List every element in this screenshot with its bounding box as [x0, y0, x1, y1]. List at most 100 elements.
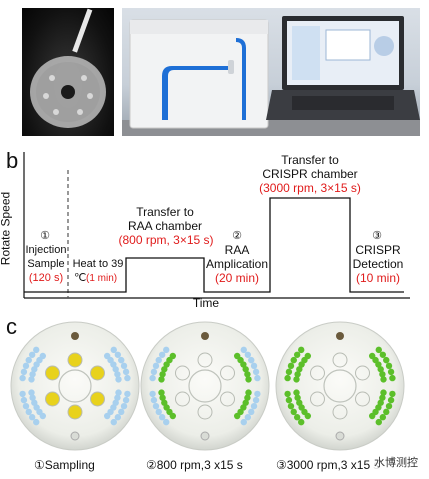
reaction-droplet [293, 389, 300, 396]
inner-chamber [90, 365, 106, 381]
reaction-droplet [110, 361, 117, 368]
inner-chamber [67, 352, 83, 368]
reaction-droplet [240, 418, 247, 426]
reaction-droplet [169, 412, 177, 420]
reaction-droplet [287, 402, 295, 410]
reaction-droplet [254, 390, 261, 398]
disc-top-hole [201, 332, 209, 340]
inner-chamber [220, 391, 236, 407]
step3-time: (10 min) [355, 271, 400, 285]
microfluidic-disc-photo-illustration [30, 8, 106, 128]
transfer-crispr-line1: Transfer to [281, 153, 339, 167]
reaction-droplet [250, 402, 258, 410]
heat-time: (1 min) [86, 273, 118, 284]
instrument-and-laptop-photo [122, 8, 420, 136]
reaction-droplet [293, 414, 301, 421]
reaction-droplet [298, 346, 305, 354]
rotate-speed-profile-chart [23, 152, 410, 299]
reaction-droplet [158, 414, 166, 421]
inner-chamber [332, 352, 348, 368]
reaction-droplet [19, 390, 26, 398]
reaction-droplet [233, 412, 241, 420]
reaction-droplet [385, 402, 393, 410]
inner-chamber [197, 352, 213, 368]
reaction-droplet [163, 418, 170, 426]
disc-photos-row [10, 321, 405, 451]
reaction-droplet [110, 418, 117, 426]
reaction-droplet [25, 356, 32, 364]
reaction-droplet [379, 351, 387, 358]
step1-number: ① [40, 230, 50, 242]
panel-label-b: b [6, 148, 19, 173]
reaction-droplet [28, 376, 35, 383]
reaction-droplet [245, 376, 252, 383]
reaction-droplet [33, 346, 40, 354]
disc-800rpm [140, 321, 270, 451]
reaction-droplet [114, 371, 121, 378]
step2-number: ② [232, 230, 242, 242]
reaction-droplet [29, 394, 36, 401]
reaction-droplet [245, 389, 252, 396]
reaction-droplet [294, 371, 301, 378]
reaction-droplet [244, 371, 251, 378]
reaction-droplet [387, 396, 395, 404]
reaction-droplet [252, 368, 260, 376]
reaction-droplet [22, 402, 30, 410]
inner-chamber [355, 391, 371, 407]
reaction-droplet [385, 362, 393, 370]
watermark-text: 水博测控 [374, 456, 418, 470]
reaction-droplet [155, 356, 162, 364]
reaction-droplet [244, 351, 252, 358]
step3-label-line1: CRISPR [355, 243, 401, 257]
reaction-droplet [114, 351, 122, 358]
reaction-droplet [248, 356, 255, 364]
reaction-droplet [150, 396, 158, 404]
reaction-droplet [379, 371, 386, 378]
disc-body [140, 321, 270, 451]
step1-label-line1: Injection [25, 244, 67, 256]
inner-chamber [44, 365, 60, 381]
reaction-droplet [149, 374, 156, 382]
reaction-droplet [124, 374, 131, 382]
panel-label-c: c [6, 314, 17, 339]
instrument-photo-illustration [122, 16, 420, 136]
reaction-droplet [29, 371, 36, 378]
reaction-droplet [120, 362, 128, 370]
reaction-droplet [377, 399, 384, 406]
reaction-droplet [389, 390, 396, 398]
inner-chamber [309, 391, 325, 407]
reaction-droplet [152, 402, 160, 410]
inner-chamber [309, 365, 325, 381]
reaction-droplet [31, 399, 38, 406]
reaction-droplet [152, 362, 160, 370]
reaction-droplet [31, 366, 38, 373]
y-axis-label: Rotate Speed [0, 191, 13, 266]
reaction-droplet [122, 396, 130, 404]
reaction-droplet [383, 408, 390, 416]
inner-chamber [174, 391, 190, 407]
reaction-droplet [240, 346, 247, 354]
disc-3000rpm [275, 321, 405, 451]
reaction-droplet [158, 376, 165, 383]
reaction-droplet [293, 376, 300, 383]
reaction-droplet [158, 389, 165, 396]
step3-number: ③ [372, 230, 382, 242]
reaction-droplet [252, 396, 260, 404]
reaction-droplet [375, 346, 382, 354]
reaction-droplet [290, 408, 297, 416]
rotate-speed-step-line [24, 197, 404, 293]
reaction-droplet [163, 346, 170, 354]
reaction-droplet [244, 414, 252, 421]
reaction-droplet [159, 371, 166, 378]
reaction-droplet [294, 394, 301, 401]
reaction-droplet [287, 362, 295, 370]
reaction-droplet [112, 366, 119, 373]
reaction-droplet [298, 361, 305, 368]
reaction-droplet [39, 412, 47, 420]
reaction-droplet [28, 351, 36, 358]
reaction-droplet [158, 351, 166, 358]
disc-body [275, 321, 405, 451]
sample-label-2: ②800 rpm,3 x15 s [146, 458, 243, 472]
transfer-raa-rpm: (800 rpm, 3×15 s) [118, 233, 214, 247]
reaction-droplet [298, 418, 305, 426]
